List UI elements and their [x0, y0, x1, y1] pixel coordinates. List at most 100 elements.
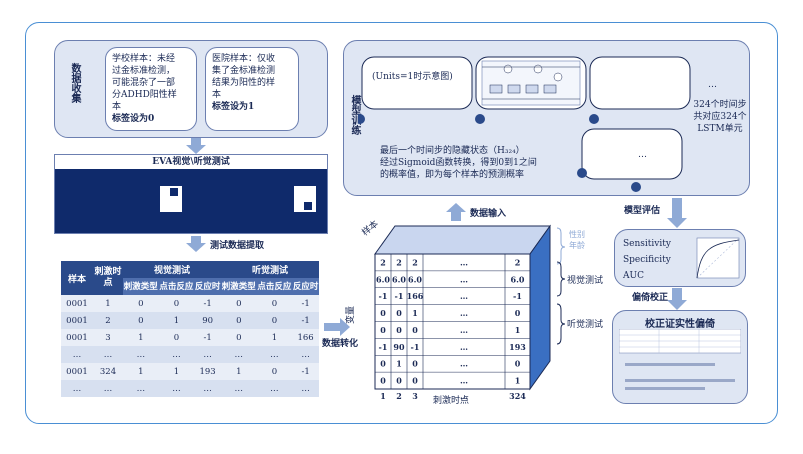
cube-time-axis: 刺激时点 [433, 394, 469, 406]
hospital-line-3: 结果为阳性的样 [212, 78, 276, 88]
cube-cell: 1 [396, 359, 402, 369]
data-collection-panel: 数据收集 学校样本：未经 过金标准检测， 可能混杂了一部 分ADHD阳性样 本 … [54, 40, 328, 138]
table-cell: 0 [256, 295, 293, 312]
cube-cell: 0 [412, 359, 418, 369]
table-cell: … [256, 346, 293, 363]
table-cell: … [194, 380, 221, 397]
table-row: …………………… [61, 346, 319, 363]
eva-test-panel: EVA视觉\听觉测试 [54, 154, 328, 234]
school-line-5: 本 [112, 102, 122, 112]
steps-note-line-2: 共对应324个 [693, 112, 747, 122]
arrow-up-icon [446, 203, 466, 221]
hospital-line-1: 医院样本：仅收 [212, 54, 276, 64]
hospital-line-2: 集了金标准检测 [212, 66, 276, 76]
table-cell: 1 [256, 329, 293, 346]
bias-formula-figure [619, 329, 741, 390]
cube-cell: 6.0 [392, 274, 406, 284]
convert-label: 数据转化 [322, 339, 359, 349]
arrow-down-icon [186, 138, 206, 154]
cube-cell: -1 [411, 342, 420, 352]
table-cell: … [292, 346, 319, 363]
col-visual: 视觉测试 [123, 261, 221, 278]
table-cell: 0 [123, 312, 159, 329]
table-cell: -1 [194, 295, 221, 312]
sub-visual-rt: 反应时 [194, 278, 221, 295]
steps-note: 324个时间步 共对应324个 LSTM单元 [690, 99, 750, 135]
cube-cell: 0 [380, 359, 386, 369]
table-cell: 1 [220, 363, 257, 380]
table-cell: -1 [292, 363, 319, 380]
cube-sample-axis: 样本 [359, 218, 381, 239]
model-desc-line-1: 最后一个时间步的隐藏状态（H₃₂₄） [380, 146, 525, 156]
school-sample-box: 学校样本：未经 过金标准检测， 可能混杂了一部 分ADHD阳性样 本 标签设为0 [105, 47, 197, 131]
lstm-diagram: … … [358, 56, 717, 192]
school-line-1: 学校样本：未经 [112, 54, 176, 64]
table-cell: 0 [158, 295, 195, 312]
table-cell: … [158, 380, 195, 397]
cube-cell: 1 [515, 325, 521, 335]
table-cell: -1 [194, 329, 221, 346]
cube-side-gender: 性别 [569, 229, 585, 239]
col-time: 刺激时点 [93, 261, 123, 295]
cube-side-visual: 视觉测试 [567, 274, 603, 286]
table-cell: 193 [194, 363, 221, 380]
cube-cell: 2 [396, 257, 402, 267]
table-cell: -1 [292, 312, 319, 329]
evaluation-label: 模型评估 [624, 206, 661, 216]
table-cell: 2 [93, 312, 123, 329]
bias-correction-panel: 校正证实性偏倚 [612, 310, 748, 404]
data-collection-label: 数据收集 [69, 63, 80, 103]
cube-cell: 1 [515, 376, 521, 386]
cube-time-tick: … [460, 391, 468, 401]
table-cell: 90 [194, 312, 221, 329]
cube-cell: -1 [513, 291, 522, 301]
table-cell: … [292, 380, 319, 397]
metric-specificity: Specificity [623, 255, 671, 265]
cube-time-tick: 1 [380, 391, 386, 401]
cube-cell: -1 [379, 291, 388, 301]
cube-feature-axis: 变量 [345, 306, 356, 324]
cube-cell: 2 [380, 257, 386, 267]
evaluation-panel: Sensitivity Specificity AUC [614, 229, 746, 287]
table-cell: 0 [220, 295, 257, 312]
table-cell: 0001 [61, 295, 93, 312]
arrow-down-icon [667, 198, 687, 228]
school-line-4: 分ADHD阳性样 [112, 90, 177, 100]
cube-side-audio: 听觉测试 [567, 318, 603, 330]
metric-auc: AUC [623, 271, 644, 281]
cube-cell: … [460, 376, 468, 386]
table-cell: … [93, 380, 123, 397]
svg-text:…: … [638, 150, 647, 160]
test-data-table: 样本 刺激时点 视觉测试 听觉测试 刺激类型 点击反应 反应时 刺激类型 点击反… [61, 261, 319, 397]
table-cell: 0 [158, 329, 195, 346]
cube-cell: 1 [412, 308, 418, 318]
sub-audio-rt: 反应时 [292, 278, 319, 295]
table-cell: 1 [123, 329, 159, 346]
bias-label: 偏倚校正 [632, 293, 669, 303]
table-cell: 0 [220, 312, 257, 329]
cube-time-tick: 3 [412, 391, 418, 401]
sub-visual-click: 点击反应 [158, 278, 195, 295]
table-cell: -1 [292, 295, 319, 312]
steps-note-line-1: 324个时间步 [693, 100, 747, 110]
hospital-line-4: 本 [212, 90, 222, 100]
arrow-down-icon [667, 288, 687, 310]
table-cell: 0001 [61, 312, 93, 329]
col-audio: 听觉测试 [220, 261, 319, 278]
table-cell: … [61, 346, 93, 363]
cube-cell: 193 [509, 342, 526, 352]
model-description: 最后一个时间步的隐藏状态（H₃₂₄） 经过Sigmoid函数转换，得到0到1之间… [380, 145, 580, 181]
table-cell: … [123, 380, 159, 397]
table-cell: 0 [256, 312, 293, 329]
steps-note-line-3: LSTM单元 [697, 124, 743, 134]
model-desc-line-3: 的概率值，即为每个样本的预测概率 [380, 170, 525, 180]
cube-cell: 0 [396, 376, 402, 386]
bias-title: 校正证实性偏倚 [645, 319, 715, 330]
cube-cell: -1 [379, 342, 388, 352]
table-cell: 0001 [61, 329, 93, 346]
table-cell: … [123, 346, 159, 363]
